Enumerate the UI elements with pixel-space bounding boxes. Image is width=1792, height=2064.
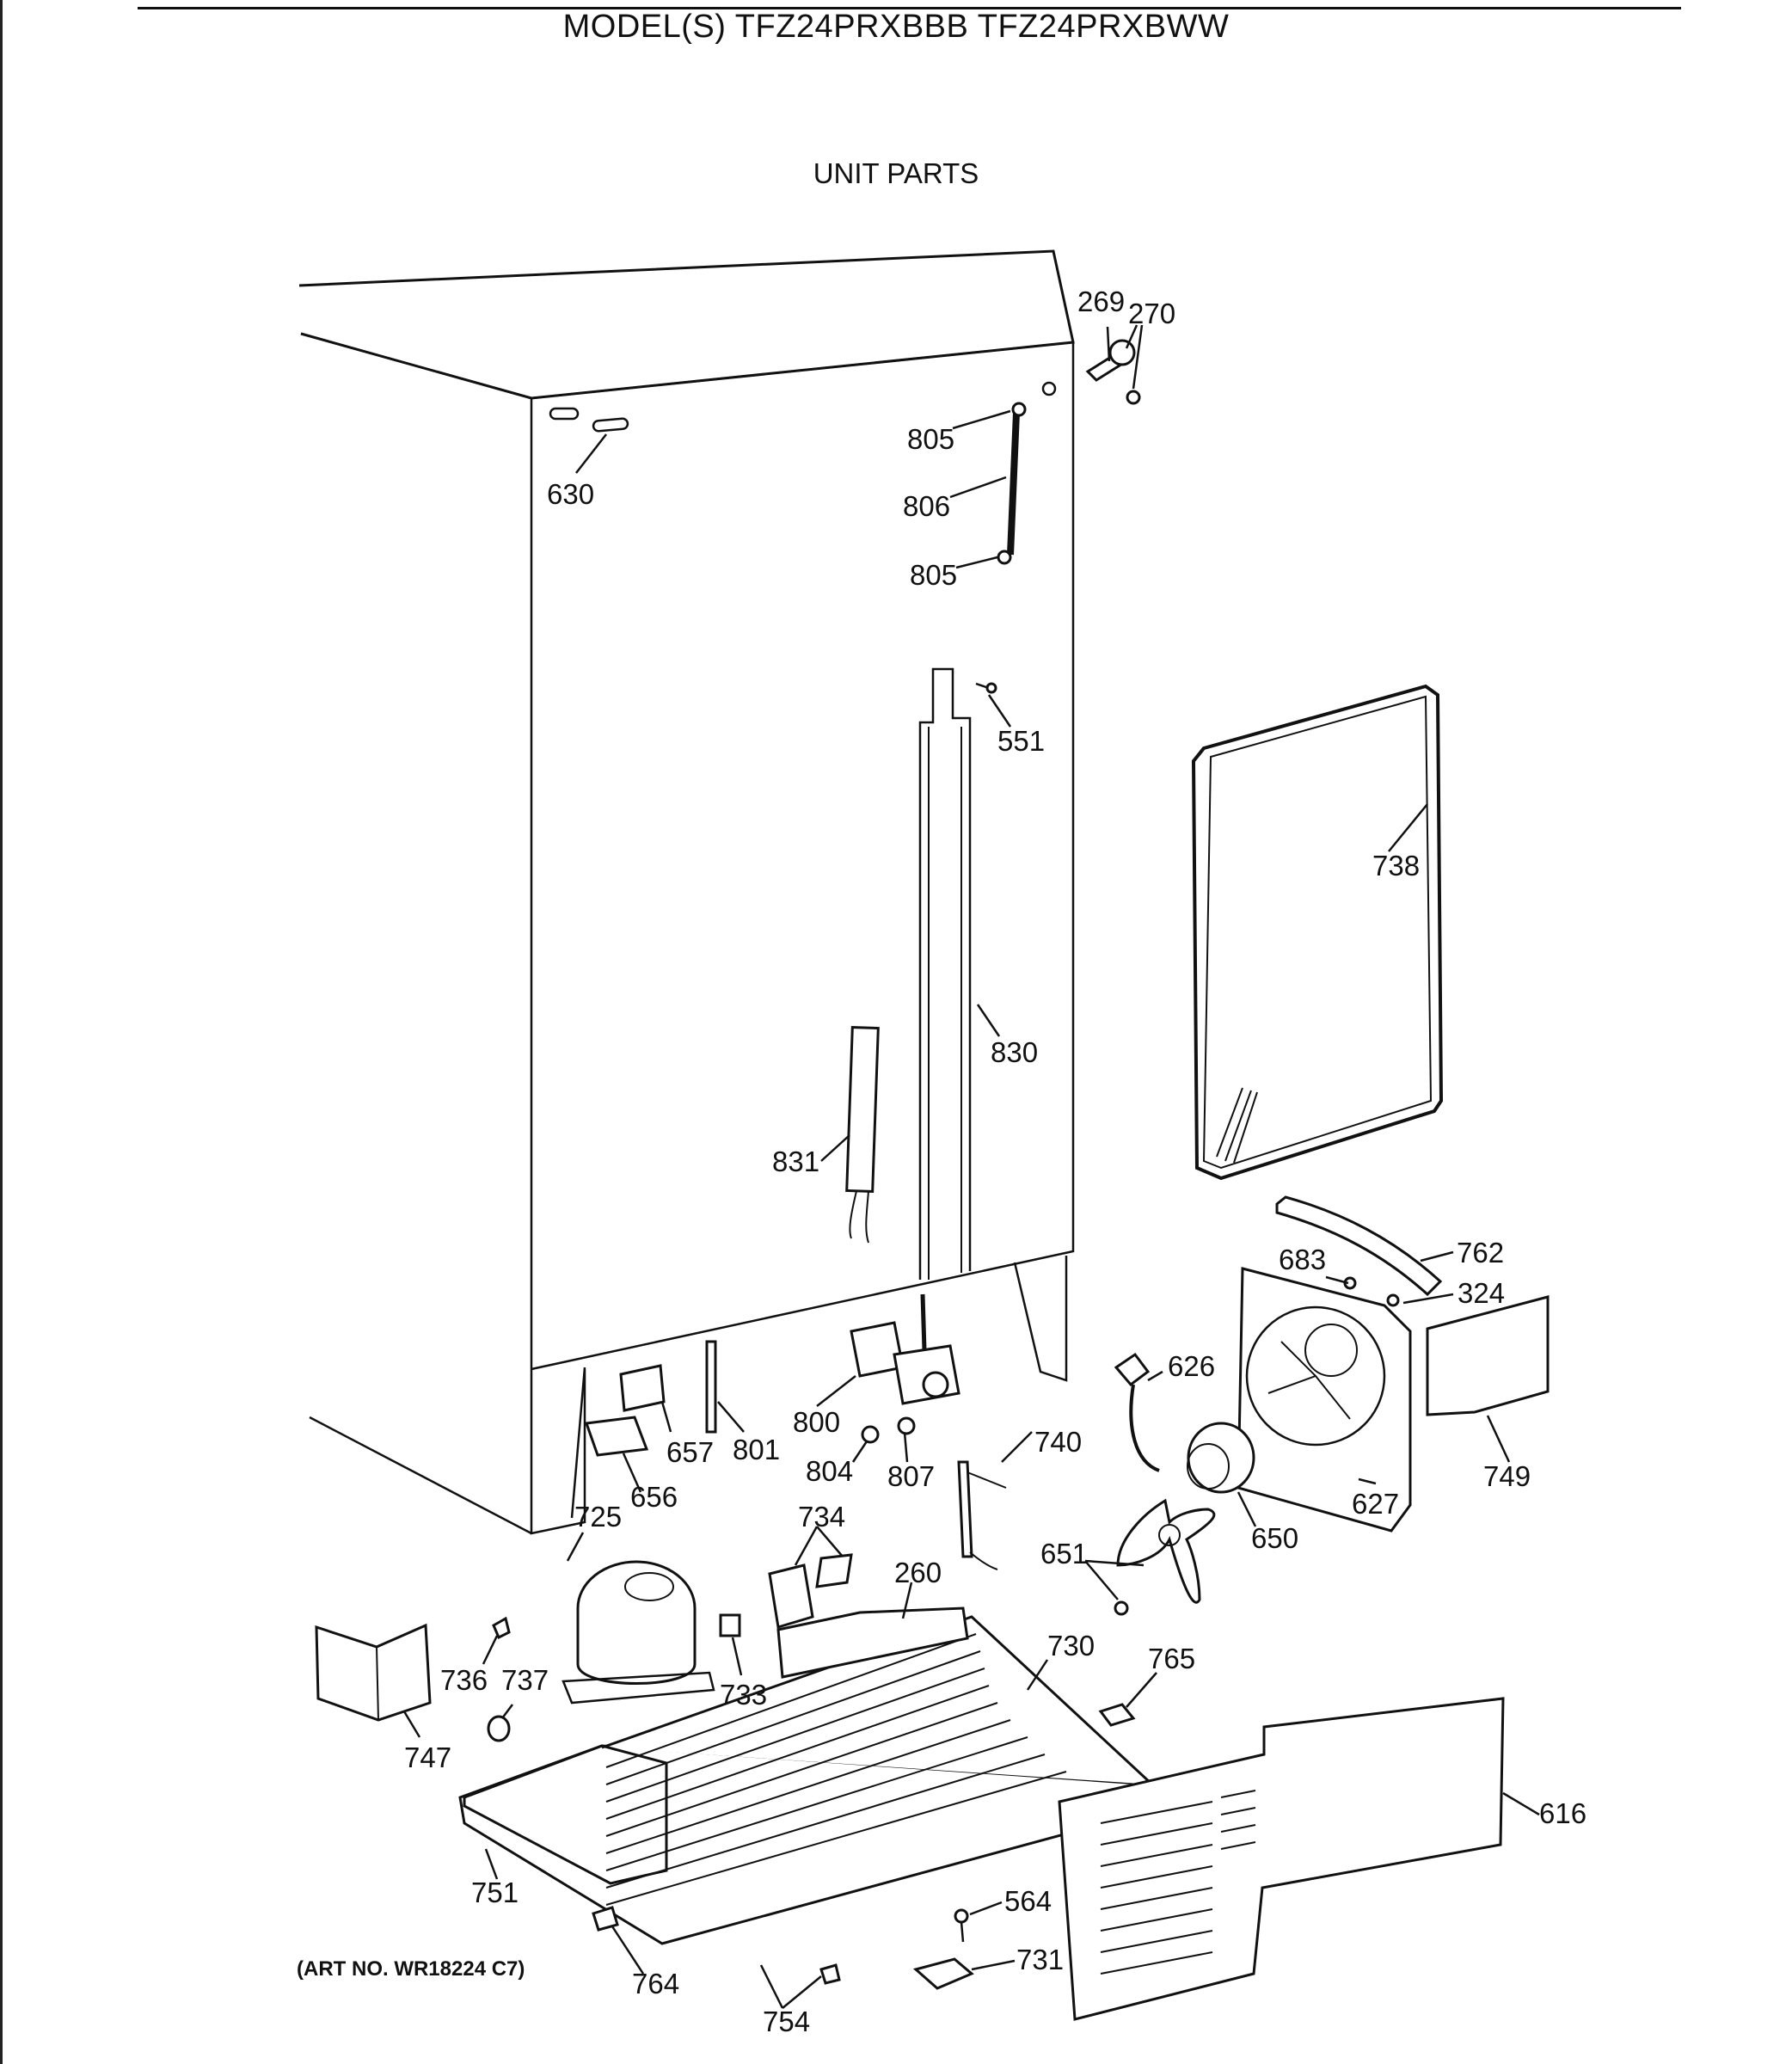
callout-830: 830 bbox=[991, 1036, 1038, 1068]
callout-740: 740 bbox=[1034, 1426, 1082, 1458]
callout-270: 270 bbox=[1128, 298, 1175, 329]
callout-805-top: 805 bbox=[907, 423, 954, 455]
callout-324: 324 bbox=[1458, 1277, 1505, 1309]
callout-651: 651 bbox=[1040, 1538, 1088, 1570]
callout-754: 754 bbox=[763, 2006, 810, 2037]
cabinet-body bbox=[298, 249, 1075, 1535]
callout-737: 737 bbox=[501, 1664, 549, 1696]
callout-749: 749 bbox=[1483, 1460, 1531, 1492]
callout-801: 801 bbox=[733, 1434, 780, 1465]
part-800-valve bbox=[705, 1293, 960, 1444]
part-fan-assembly bbox=[1237, 1195, 1550, 1533]
callout-831: 831 bbox=[772, 1146, 819, 1177]
art-number: (ART NO. WR18224 C7) bbox=[297, 1957, 525, 1981]
callout-747: 747 bbox=[404, 1742, 451, 1773]
callout-260: 260 bbox=[894, 1557, 942, 1588]
part-condenser-assembly bbox=[458, 1606, 1154, 1945]
callout-751: 751 bbox=[471, 1877, 519, 1908]
callout-800: 800 bbox=[793, 1406, 840, 1438]
callout-683: 683 bbox=[1279, 1244, 1326, 1275]
part-650-motor bbox=[1187, 1422, 1255, 1494]
callout-806: 806 bbox=[903, 490, 950, 522]
callout-labels: 269 270 630 805 806 805 551 738 830 831 … bbox=[404, 286, 1586, 2037]
callout-656: 656 bbox=[630, 1481, 678, 1513]
part-616-panel bbox=[1058, 1697, 1505, 2021]
callout-616: 616 bbox=[1539, 1797, 1586, 1829]
part-738-loop bbox=[1191, 684, 1444, 1181]
callout-630: 630 bbox=[547, 478, 594, 510]
part-657-656-brackets bbox=[584, 1364, 666, 1457]
callout-807: 807 bbox=[887, 1460, 935, 1492]
callout-725: 725 bbox=[574, 1501, 622, 1533]
callout-551: 551 bbox=[997, 725, 1045, 757]
small-parts-lower bbox=[592, 1703, 1136, 1990]
callout-733: 733 bbox=[720, 1679, 767, 1711]
callout-765: 765 bbox=[1148, 1643, 1195, 1674]
callout-734: 734 bbox=[798, 1501, 845, 1533]
leader-lines bbox=[402, 324, 1540, 2009]
part-725-compressor bbox=[562, 1560, 715, 1705]
callout-657: 657 bbox=[666, 1436, 714, 1468]
callout-627: 627 bbox=[1352, 1488, 1399, 1520]
callout-736: 736 bbox=[440, 1664, 488, 1696]
callout-564: 564 bbox=[1004, 1885, 1052, 1917]
part-740 bbox=[957, 1460, 1007, 1570]
part-626-cord bbox=[1114, 1352, 1160, 1472]
part-747-cover bbox=[315, 1623, 432, 1722]
page-left-border bbox=[0, 0, 3, 2064]
callout-805-bottom: 805 bbox=[910, 559, 957, 591]
callout-730: 730 bbox=[1047, 1630, 1095, 1662]
callout-804: 804 bbox=[806, 1455, 853, 1487]
callout-269: 269 bbox=[1077, 286, 1125, 317]
callout-626: 626 bbox=[1168, 1350, 1215, 1382]
header-rule bbox=[138, 7, 1681, 9]
part-651-fan bbox=[1114, 1498, 1216, 1616]
section-title: UNIT PARTS bbox=[813, 157, 979, 189]
callout-650: 650 bbox=[1251, 1522, 1298, 1554]
callout-738: 738 bbox=[1372, 850, 1420, 882]
model-title: MODEL(S) TFZ24PRXBBB TFZ24PRXBWW bbox=[562, 9, 1230, 45]
part-269-270 bbox=[1085, 339, 1141, 405]
callout-731: 731 bbox=[1016, 1944, 1064, 1975]
callout-762: 762 bbox=[1457, 1237, 1504, 1268]
callout-764: 764 bbox=[632, 1968, 679, 2000]
